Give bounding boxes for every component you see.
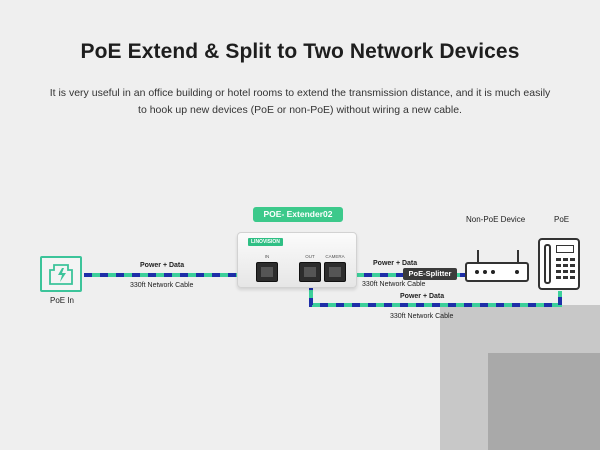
cable-right-bottom bbox=[309, 282, 562, 307]
page-title: PoE Extend & Split to Two Network Device… bbox=[80, 40, 520, 63]
ip-phone-icon bbox=[538, 238, 580, 290]
right-top-power-label: Power + Data bbox=[373, 260, 418, 267]
poe-splitter-badge: PoE-Splitter bbox=[403, 268, 457, 280]
left-cable-label: 330ft Network Cable bbox=[130, 282, 194, 289]
non-poe-device-label: Non-PoE Device bbox=[466, 215, 526, 224]
port-out bbox=[299, 262, 321, 282]
right-top-cable-label: 330ft Network Cable bbox=[362, 281, 426, 288]
router-icon bbox=[465, 262, 529, 282]
poe-in-label: PoE In bbox=[49, 296, 74, 305]
ethernet-port-icon bbox=[40, 256, 82, 292]
right-bottom-power-label: Power + Data bbox=[400, 293, 445, 300]
left-power-label: Power + Data bbox=[140, 262, 185, 269]
background-block-dark bbox=[488, 353, 600, 450]
port-label-in: IN bbox=[264, 254, 270, 259]
port-label-out: OUT bbox=[305, 254, 315, 259]
brand-logo: LINOVISION bbox=[248, 238, 283, 246]
description: It is very useful in an office building … bbox=[49, 87, 551, 116]
port-in bbox=[256, 262, 278, 282]
right-bottom-cable-label: 330ft Network Cable bbox=[390, 313, 454, 320]
port-label-camera: CAMERA bbox=[325, 254, 345, 259]
router-antennas bbox=[477, 250, 519, 262]
extender-badge: POE- Extender02 bbox=[253, 207, 343, 222]
port-camera bbox=[324, 262, 346, 282]
poe-device-label: PoE bbox=[554, 215, 570, 224]
